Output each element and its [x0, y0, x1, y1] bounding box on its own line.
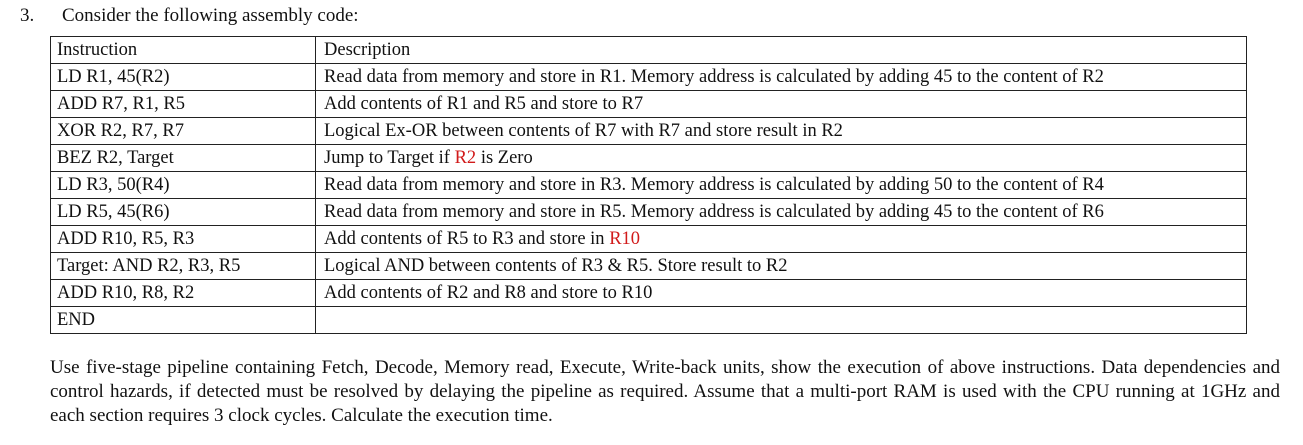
column-header-description: Description: [315, 36, 1247, 64]
table-body: LD R1, 45(R2) Read data from memory and s…: [50, 63, 1247, 334]
description-cell: Logical AND between contents of R3 & R5.…: [315, 252, 1247, 280]
description-text: Logical Ex-OR between contents of R7 wit…: [324, 120, 843, 141]
description-cell: Add contents of R5 to R3 and store in R1…: [315, 225, 1247, 253]
table-row: LD R1, 45(R2) Read data from memory and s…: [50, 63, 1247, 91]
instruction-cell: LD R3, 50(R4): [50, 171, 316, 199]
table-row: END: [50, 306, 1247, 334]
description-cell: Add contents of R2 and R8 and store to R…: [315, 279, 1247, 307]
description-text: Read data from memory and store in R5. M…: [324, 201, 1104, 222]
highlighted-register: R10: [609, 228, 641, 249]
table-header-row: Instruction Description: [50, 36, 1247, 64]
instruction-cell: LD R5, 45(R6): [50, 198, 316, 226]
table-row: LD R3, 50(R4) Read data from memory and s…: [50, 171, 1247, 199]
table-row: ADD R10, R8, R2 Add contents of R2 and R8…: [50, 279, 1247, 307]
description-cell: Read data from memory and store in R5. M…: [315, 198, 1247, 226]
table-row: LD R5, 45(R6) Read data from memory and s…: [50, 198, 1247, 226]
question-paragraph: Use five-stage pipeline containing Fetch…: [50, 357, 1280, 426]
description-text: Read data from memory and store in R3. M…: [324, 174, 1104, 195]
question-header: 3. Consider the following assembly code:: [12, 4, 1296, 34]
highlighted-register: R2: [454, 147, 477, 168]
description-text: Add contents of R2 and R8 and store to R…: [324, 282, 653, 303]
instruction-cell: BEZ R2, Target: [50, 144, 316, 172]
description-text: Add contents of R1 and R5 and store to R…: [324, 93, 644, 114]
table-row: Target: AND R2, R3, R5 Logical AND betwee…: [50, 252, 1247, 280]
description-cell: [315, 306, 1247, 334]
question-number: 3.: [20, 5, 35, 26]
description-text: Logical AND between contents of R3 & R5.…: [324, 255, 788, 276]
table-row: ADD R7, R1, R5 Add contents of R1 and R5 …: [50, 90, 1247, 118]
description-cell: Logical Ex-OR between contents of R7 wit…: [315, 117, 1247, 145]
description-text: is Zero: [476, 147, 533, 168]
column-header-instruction: Instruction: [50, 36, 316, 64]
instruction-cell: XOR R2, R7, R7: [50, 117, 316, 145]
instruction-cell: END: [50, 306, 316, 334]
description-cell: Read data from memory and store in R1. M…: [315, 63, 1247, 91]
instruction-cell: Target: AND R2, R3, R5: [50, 252, 316, 280]
instruction-cell: ADD R10, R8, R2: [50, 279, 316, 307]
description-text: Jump to Target if: [324, 147, 455, 168]
question-title: Consider the following assembly code:: [62, 5, 359, 26]
description-cell: Add contents of R1 and R5 and store to R…: [315, 90, 1247, 118]
description-text: Add contents of R5 to R3 and store in: [324, 228, 610, 249]
description-text: Read data from memory and store in R1. M…: [324, 66, 1104, 87]
assembly-code-table: Instruction Description LD R1, 45(R2) Rea…: [50, 36, 1247, 334]
question-block: 3. Consider the following assembly code:: [12, 4, 1296, 34]
table-row: XOR R2, R7, R7 Logical Ex-OR between cont…: [50, 117, 1247, 145]
description-cell: Read data from memory and store in R3. M…: [315, 171, 1247, 199]
instruction-cell: ADD R7, R1, R5: [50, 90, 316, 118]
instruction-cell: LD R1, 45(R2): [50, 63, 316, 91]
description-cell: Jump to Target if R2 is Zero: [315, 144, 1247, 172]
instruction-cell: ADD R10, R5, R3: [50, 225, 316, 253]
